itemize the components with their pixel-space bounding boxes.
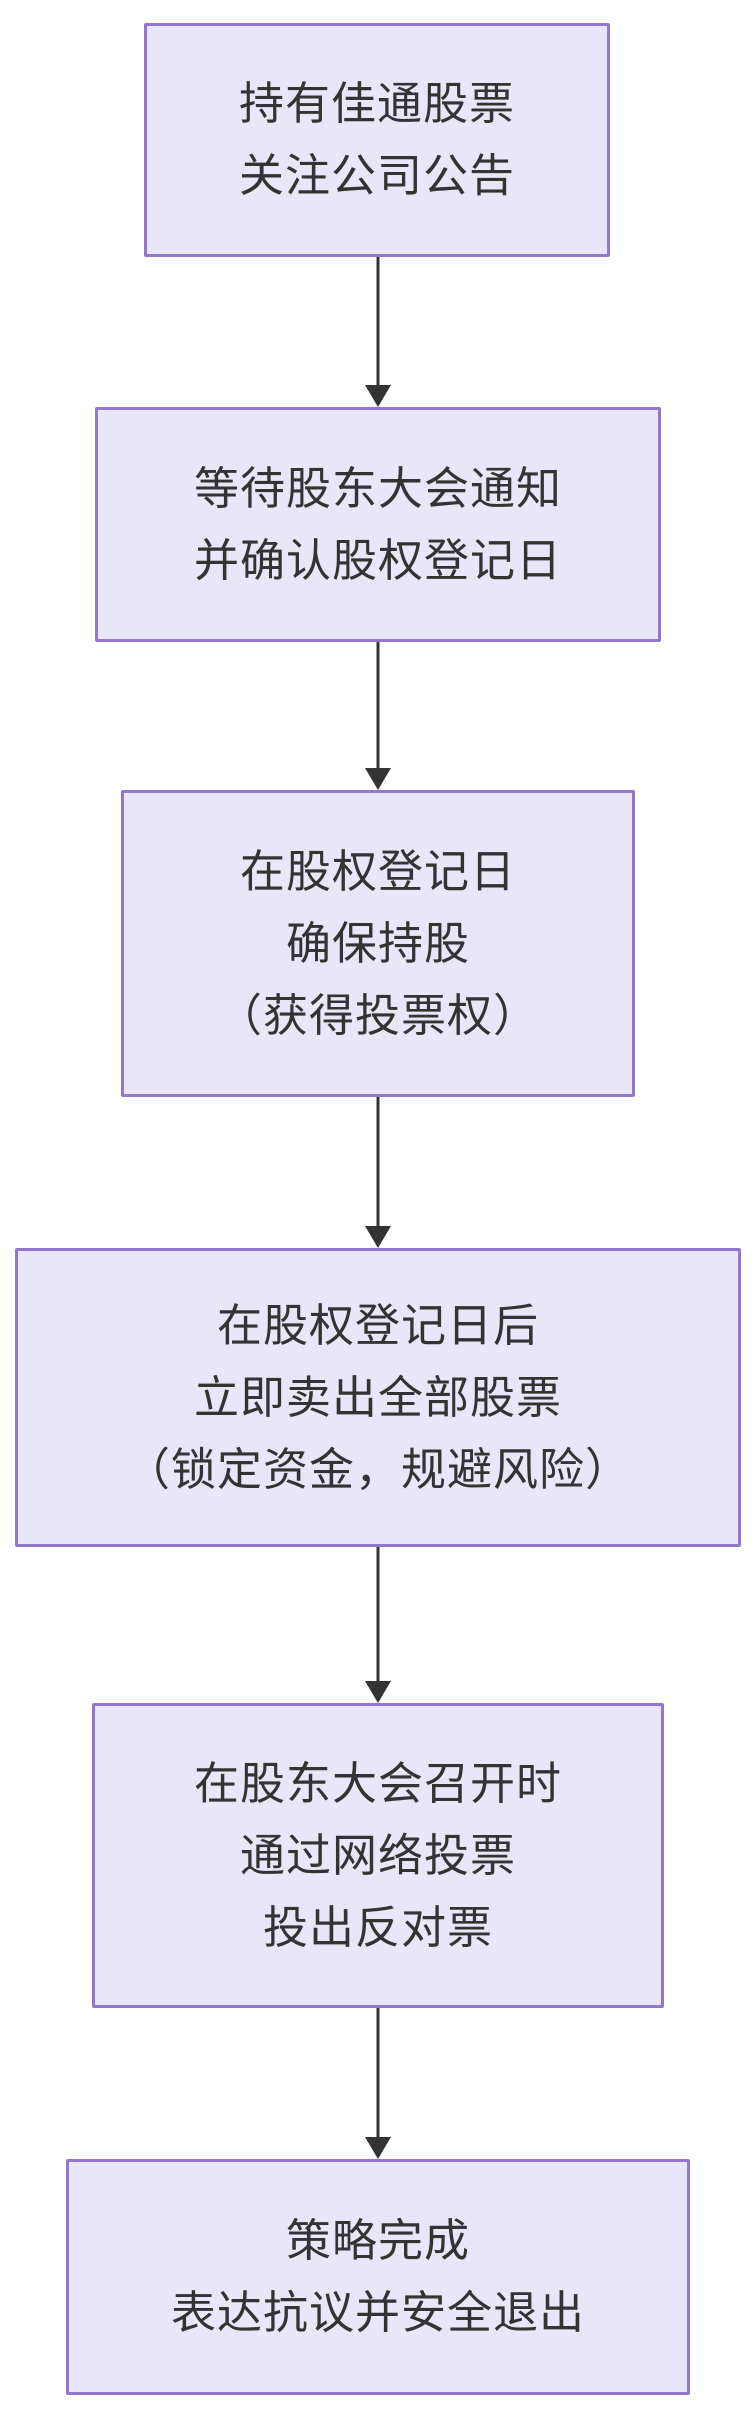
node-text-line: 在股权登记日后: [216, 1299, 539, 1351]
flow-arrow-3-4: [365, 1097, 391, 1248]
arrow-head-icon: [365, 385, 391, 407]
node-text-line: 表达抗议并安全退出: [170, 2287, 585, 2338]
node-text-line: （锁定资金，规避风险）: [124, 1443, 631, 1495]
flow-arrow-2-3: [365, 642, 391, 790]
node-text-line: 并确认股权登记日: [193, 534, 562, 586]
flow-node-hold-on-record-date: 在股权登记日 确保持股 （获得投票权）: [121, 790, 635, 1097]
flow-arrow-1-2: [365, 257, 391, 407]
node-text-line: 通过网络投票: [239, 1829, 516, 1881]
node-text-line: 在股东大会召开时: [193, 1757, 562, 1809]
node-text-line: 等待股东大会通知: [193, 462, 562, 514]
node-text-line: 投出反对票: [262, 1901, 493, 1953]
arrow-shaft: [376, 2008, 380, 2139]
flow-node-strategy-complete: 策略完成 表达抗议并安全退出: [66, 2159, 690, 2395]
arrow-shaft: [376, 1547, 380, 1683]
node-text-line: 持有佳通股票: [238, 78, 515, 129]
arrow-head-icon: [365, 1681, 391, 1703]
arrow-shaft: [376, 1097, 380, 1228]
arrow-head-icon: [365, 2137, 391, 2159]
flow-node-sell-after-record-date: 在股权登记日后 立即卖出全部股票 （锁定资金，规避风险）: [15, 1248, 741, 1547]
flow-arrow-5-6: [365, 2008, 391, 2159]
node-text-line: 立即卖出全部股票: [193, 1371, 562, 1423]
flow-node-vote-against-online: 在股东大会召开时 通过网络投票 投出反对票: [92, 1703, 664, 2008]
node-text-line: 确保持股: [285, 917, 470, 969]
node-text-line: 在股权登记日: [239, 845, 516, 897]
node-text-line: 策略完成: [285, 2215, 470, 2266]
node-text-line: 关注公司公告: [238, 150, 515, 201]
arrow-shaft: [376, 642, 380, 770]
arrow-head-icon: [365, 768, 391, 790]
arrow-head-icon: [365, 1226, 391, 1248]
flow-node-wait-meeting-notice: 等待股东大会通知 并确认股权登记日: [95, 407, 661, 642]
node-text-line: （获得投票权）: [216, 989, 539, 1041]
arrow-shaft: [376, 257, 380, 387]
flow-arrow-4-5: [365, 1547, 391, 1703]
flow-node-hold-stock: 持有佳通股票 关注公司公告: [144, 23, 610, 257]
